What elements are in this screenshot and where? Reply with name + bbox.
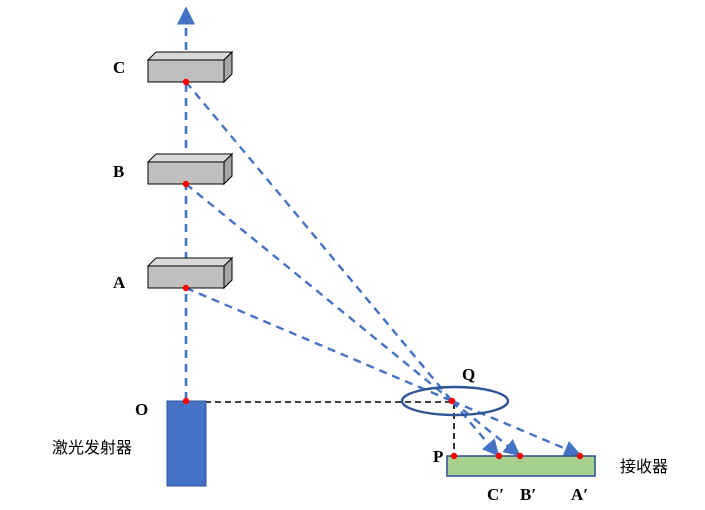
lens: [400, 385, 510, 417]
label-c-prime: C′: [487, 485, 504, 504]
label-a: A: [113, 273, 126, 292]
block-c: [146, 50, 234, 84]
point-p: [450, 452, 458, 460]
point-b: [182, 180, 190, 188]
point-b-prime: [516, 452, 524, 460]
point-a: [182, 284, 190, 292]
label-p: P: [433, 447, 443, 466]
label-o: O: [135, 400, 148, 419]
beam-a-to-q: [185, 286, 453, 403]
beam-q-to-a-prime: [451, 399, 582, 457]
label-a-prime: A′: [571, 485, 588, 504]
point-a-prime: [576, 452, 584, 460]
beam-q-to-b-prime: [451, 400, 521, 457]
label-b: B: [113, 162, 124, 181]
beam-c-to-q: [185, 81, 453, 402]
point-c: [182, 78, 190, 86]
point-o: [182, 397, 190, 405]
point-c-prime: [495, 452, 503, 460]
label-q: Q: [462, 365, 475, 384]
caption-laser: 激光发射器: [52, 438, 132, 457]
point-q: [448, 397, 456, 405]
block-a: [146, 256, 234, 290]
laser-emitter: [166, 400, 207, 487]
beam-q-to-c-prime: [451, 400, 500, 457]
block-b: [146, 152, 234, 186]
label-c: C: [113, 58, 125, 77]
caption-receiver: 接收器: [620, 457, 668, 476]
label-b-prime: B′: [520, 485, 536, 504]
beam-b-to-q: [185, 183, 453, 402]
